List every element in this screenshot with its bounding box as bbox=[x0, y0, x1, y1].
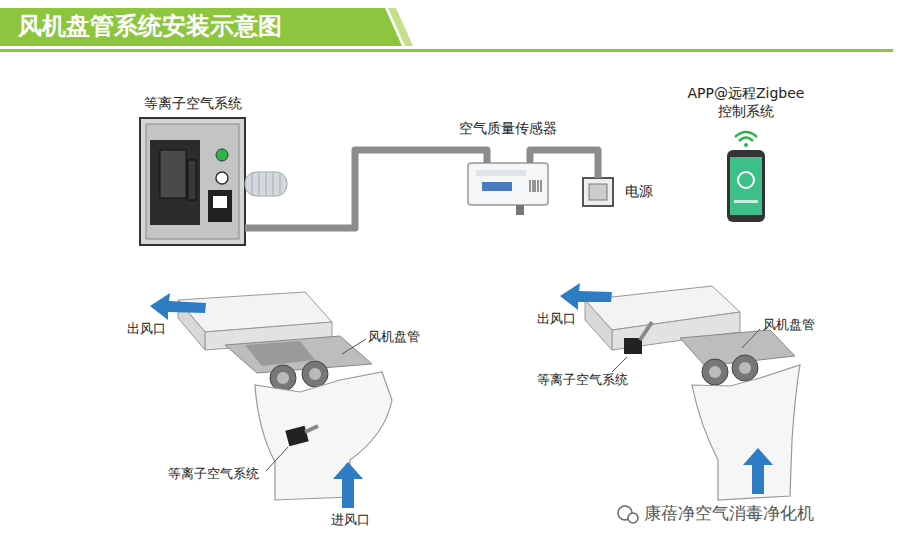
fan-wheel bbox=[270, 365, 296, 391]
sensor-stub bbox=[516, 205, 524, 215]
device-plug bbox=[208, 190, 232, 222]
device-unit bbox=[150, 140, 200, 225]
outlet-label: 出风口 bbox=[127, 321, 166, 337]
power-face bbox=[589, 184, 607, 200]
inlet-label: 进风口 bbox=[331, 512, 370, 528]
title-band-accent bbox=[388, 8, 413, 46]
ion-tube-ribs bbox=[252, 173, 280, 195]
node-heading: 空气质量传感器 bbox=[459, 120, 557, 138]
plasma-rod bbox=[640, 322, 652, 340]
phone-screen bbox=[730, 157, 762, 215]
phone-app: APP@远程Zigbee 控制系统 bbox=[727, 150, 765, 222]
title-rule bbox=[0, 49, 893, 52]
sensor-label bbox=[476, 170, 526, 176]
leader-line bbox=[612, 357, 627, 372]
node-heading: APP@远程Zigbee 控制系统 bbox=[681, 85, 811, 120]
plasma-rod bbox=[305, 426, 318, 432]
plasma-label: 等离子空气系统 bbox=[537, 372, 628, 388]
flow-arrow bbox=[560, 283, 612, 310]
flow-arrow bbox=[333, 462, 363, 508]
wifi-icon bbox=[744, 143, 748, 147]
plug-socket bbox=[213, 196, 227, 208]
wechat-icon bbox=[628, 513, 638, 523]
fan-coil-label: 风机盘管 bbox=[763, 317, 815, 333]
fan-hub bbox=[739, 362, 751, 374]
leader-line bbox=[742, 329, 760, 348]
fan-coil-label: 风机盘管 bbox=[368, 329, 420, 345]
fan-hub bbox=[277, 372, 289, 384]
sensor-barcode bbox=[530, 180, 541, 192]
ion-tube bbox=[245, 172, 287, 196]
fan-wheel bbox=[702, 359, 728, 385]
device-knob bbox=[216, 172, 228, 184]
sensor-badge bbox=[482, 182, 512, 191]
fan-hub bbox=[309, 368, 321, 380]
power-socket: 电源 bbox=[583, 178, 613, 206]
cable bbox=[245, 150, 487, 228]
flow-arrow bbox=[743, 448, 773, 494]
fan-wheel bbox=[732, 355, 758, 381]
device-plate bbox=[140, 118, 245, 245]
watermark: 康蓓净空气消毒净化机 bbox=[644, 503, 814, 523]
node-heading: 等离子空气系统 bbox=[144, 95, 242, 113]
intake-hood bbox=[692, 365, 800, 500]
plasma-module bbox=[624, 338, 642, 354]
sensor-case bbox=[468, 163, 548, 205]
fan-wheel bbox=[302, 361, 328, 387]
intake-hood bbox=[255, 372, 392, 500]
title-band bbox=[0, 8, 402, 46]
outlet-label: 出风口 bbox=[537, 311, 576, 327]
fan-coil-top bbox=[245, 341, 315, 366]
app-icon bbox=[738, 172, 754, 188]
cable bbox=[530, 150, 598, 178]
leader-line bbox=[266, 447, 288, 471]
fan-hub bbox=[709, 366, 721, 378]
plasma-module bbox=[285, 426, 308, 447]
device-bezel bbox=[146, 124, 239, 239]
phone-body bbox=[727, 150, 765, 222]
power-socket bbox=[583, 178, 613, 206]
diagram-title: 风机盘管系统安装示意图 bbox=[18, 12, 282, 41]
app-bar bbox=[734, 200, 758, 203]
flow-arrow bbox=[150, 293, 206, 320]
plasma-label: 等离子空气系统 bbox=[168, 466, 259, 482]
fan-coil bbox=[225, 336, 372, 373]
wifi-icon bbox=[739, 138, 753, 142]
device-grille bbox=[160, 150, 186, 198]
outlet-duct bbox=[585, 300, 612, 350]
leader-line bbox=[342, 339, 366, 354]
device-slot bbox=[188, 160, 196, 200]
indicator-light bbox=[216, 149, 228, 161]
plasma-device: 等离子空气系统 bbox=[140, 118, 245, 245]
air-sensor: 空气质量传感器 bbox=[468, 163, 548, 205]
node-heading: 电源 bbox=[625, 183, 653, 201]
